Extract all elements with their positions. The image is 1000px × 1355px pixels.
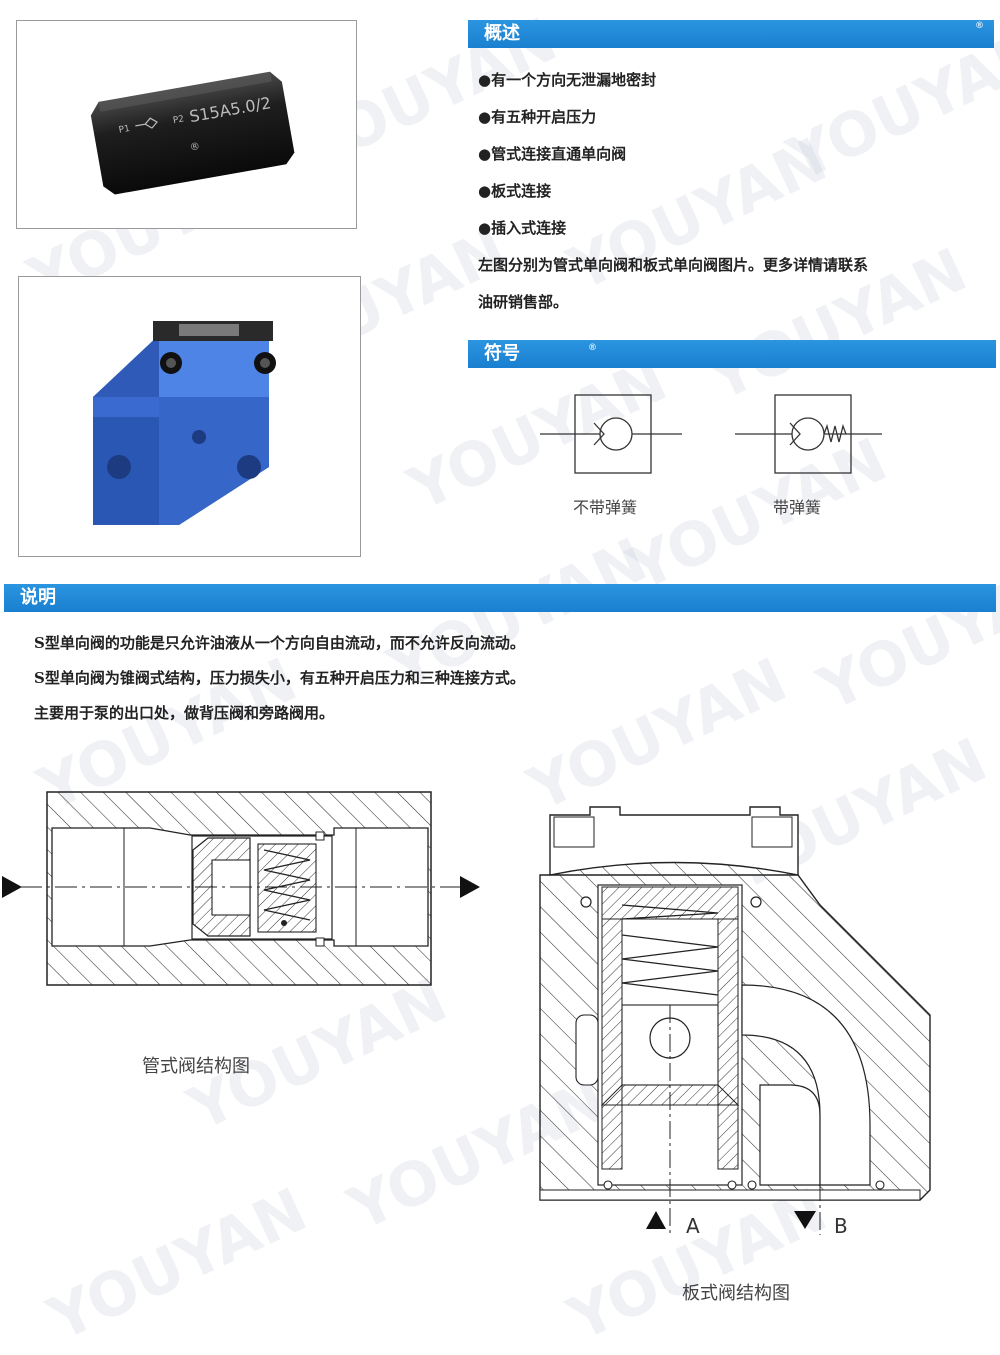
flow-out-arrow-icon	[460, 876, 480, 898]
description-line: 主要用于泵的出口处，做背压阀和旁路阀用。	[34, 704, 335, 722]
overview-item: ●板式连接	[478, 182, 552, 200]
port-p1-label: P1	[118, 124, 131, 136]
pipe-diagram-caption: 管式阀结构图	[142, 1056, 250, 1077]
flow-in-arrow-icon	[2, 876, 22, 898]
overview-note-line2: 油研销售部。	[478, 293, 569, 311]
plate-valve-photo	[18, 276, 361, 557]
section-overview-title: 概述	[484, 23, 520, 44]
symbol-no-spring-label: 不带弹簧	[573, 498, 638, 517]
watermark: YOUYAN	[38, 1175, 318, 1355]
section-symbol-title: 符号	[484, 343, 520, 364]
registered-mark: ®	[588, 343, 597, 353]
overview-list: ●有一个方向无泄漏地密封 ●有五种开启压力 ●管式连接直通单向阀 ●板式连接 ●…	[478, 66, 978, 325]
overview-item: ●管式连接直通单向阀	[478, 145, 627, 163]
pipe-valve-photo: P1 P2 S15A5.0/2 ®	[16, 20, 357, 229]
section-description-header: 说明	[4, 584, 996, 612]
port-a-label: A	[686, 1214, 700, 1238]
port-b-arrow-icon	[794, 1211, 816, 1229]
pipe-valve-image: P1 P2 S15A5.0/2 ®	[90, 71, 295, 195]
overview-note-line1: 左图分别为管式单向阀和板式单向阀图片。更多详情请联系	[478, 256, 869, 274]
description-line: S型单向阀为锥阀式结构，压力损失小，有五种开启压力和三种连接方式。	[34, 669, 525, 687]
symbol-with-spring	[735, 394, 882, 474]
symbol-with-spring-label: 带弹簧	[773, 498, 822, 517]
plate-diagram-caption: 板式阀结构图	[682, 1283, 790, 1304]
section-overview-header: 概述 ®	[468, 20, 994, 48]
overview-item: ●有五种开启压力	[478, 108, 597, 126]
plate-valve-structure-diagram: A B	[539, 806, 931, 1238]
port-b-label: B	[834, 1214, 848, 1238]
pipe-valve-structure-diagram	[2, 791, 480, 986]
symbol-no-spring	[540, 394, 682, 474]
check-valve-symbols	[540, 394, 882, 474]
plate-valve-image	[93, 321, 276, 525]
description-line: S型单向阀的功能是只允许油液从一个方向自由流动，而不允许反向流动。	[34, 634, 525, 652]
registered-mark: ®	[975, 21, 984, 31]
section-description-title: 说明	[20, 587, 56, 608]
overview-item: ●插入式连接	[478, 219, 567, 237]
watermark: YOUYAN	[808, 545, 1000, 725]
port-p2-label: P2	[172, 114, 185, 126]
section-symbol-header: 符号 ®	[468, 340, 996, 368]
overview-item: ●有一个方向无泄漏地密封	[478, 71, 657, 89]
registered-mark: ®	[189, 141, 201, 154]
port-a-arrow-icon	[646, 1211, 666, 1229]
